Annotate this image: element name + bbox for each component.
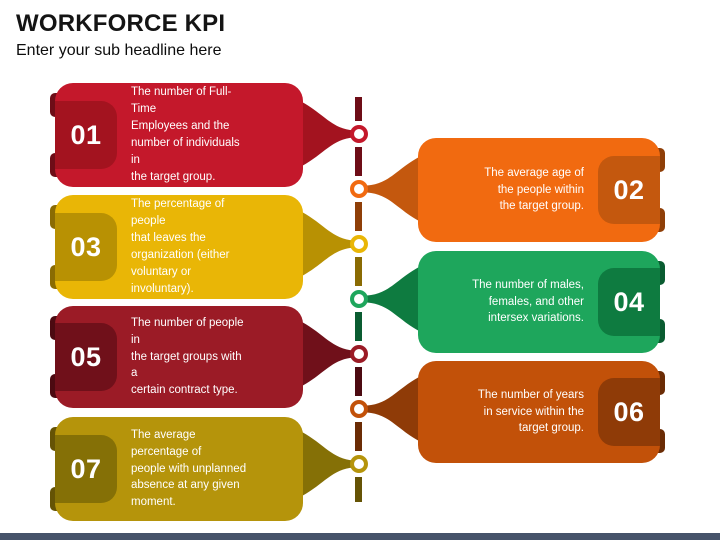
connector-funnel bbox=[367, 267, 419, 331]
kpi-number-badge: 05 bbox=[55, 323, 117, 391]
kpi-number-badge: 07 bbox=[55, 435, 117, 503]
spine-segment bbox=[355, 312, 362, 341]
spine-segment bbox=[355, 477, 362, 502]
kpi-description: The number of males, females, and other … bbox=[472, 278, 584, 325]
spine-segment bbox=[355, 202, 362, 231]
timeline-node-circle bbox=[350, 180, 368, 198]
timeline-node-circle bbox=[350, 400, 368, 418]
kpi-number-badge: 03 bbox=[55, 213, 117, 281]
kpi-number-badge: 04 bbox=[598, 268, 660, 336]
kpi-card-06[interactable]: 06 The number of years in service within… bbox=[367, 361, 665, 463]
spine-segment bbox=[355, 257, 362, 286]
kpi-number: 05 bbox=[70, 341, 102, 372]
kpi-number: 07 bbox=[70, 453, 102, 484]
kpi-number: 01 bbox=[70, 119, 102, 150]
timeline-node-circle bbox=[350, 235, 368, 253]
connector-funnel bbox=[302, 322, 354, 386]
kpi-description: The number of years in service within th… bbox=[477, 388, 584, 435]
kpi-description: The number of Full-Time Employees and th… bbox=[131, 86, 240, 183]
kpi-number: 04 bbox=[613, 286, 645, 317]
kpi-number: 02 bbox=[613, 174, 645, 205]
spine-segment bbox=[355, 97, 362, 121]
page-subtitle: Enter your sub headline here bbox=[16, 42, 222, 59]
spine-segment bbox=[355, 422, 362, 451]
timeline-node-circle bbox=[350, 345, 368, 363]
spine-segment bbox=[355, 367, 362, 396]
spine-segment bbox=[355, 147, 362, 176]
page-title: WORKFORCE KPI bbox=[16, 10, 226, 37]
kpi-description: The number of people in the target group… bbox=[131, 316, 244, 397]
kpi-card-02[interactable]: 02 The average age of the people within … bbox=[367, 138, 665, 242]
timeline-node-circle bbox=[350, 290, 368, 308]
connector-funnel bbox=[367, 377, 419, 441]
kpi-description: The percentage of people that leaves the… bbox=[131, 198, 230, 295]
kpi-card-03[interactable]: 03 The percentage of people that leaves … bbox=[50, 195, 354, 299]
connector-funnel bbox=[302, 212, 354, 276]
kpi-card-05[interactable]: 05 The number of people in the target gr… bbox=[50, 306, 354, 408]
kpi-card-01[interactable]: 01 The number of Full-Time Employees and… bbox=[50, 83, 354, 187]
connector-funnel bbox=[302, 432, 354, 496]
kpi-number-badge: 06 bbox=[598, 378, 660, 446]
footer-accent-bar bbox=[0, 533, 720, 540]
timeline-node-circle bbox=[350, 125, 368, 143]
connector-funnel bbox=[367, 157, 419, 221]
connector-funnel bbox=[302, 102, 354, 166]
kpi-description: The average age of the people within the… bbox=[484, 166, 584, 213]
kpi-card-07[interactable]: 07 The average percentage of people with… bbox=[50, 417, 354, 521]
kpi-number-badge: 02 bbox=[598, 156, 660, 224]
kpi-description: The average percentage of people with un… bbox=[131, 428, 247, 509]
kpi-card-04[interactable]: 04 The number of males, females, and oth… bbox=[367, 251, 665, 353]
kpi-number: 06 bbox=[613, 396, 645, 427]
kpi-number: 03 bbox=[70, 231, 102, 262]
kpi-number-badge: 01 bbox=[55, 101, 117, 169]
timeline-node-circle bbox=[350, 455, 368, 473]
